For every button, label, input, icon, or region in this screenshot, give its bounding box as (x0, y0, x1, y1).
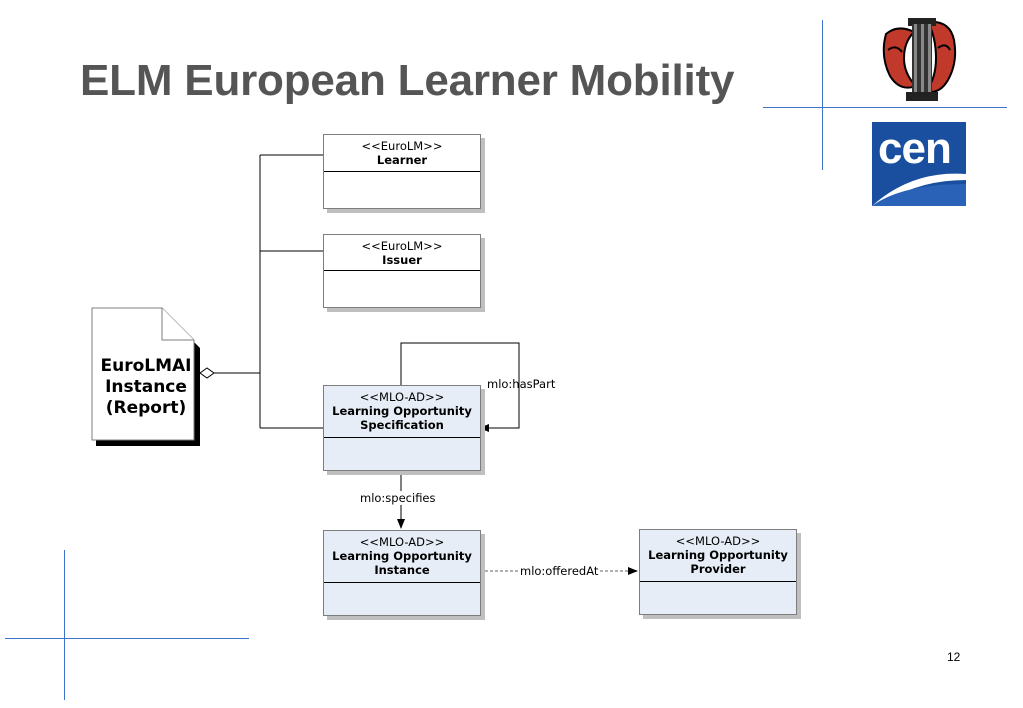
has-part-connector (400, 342, 520, 432)
decor-vertical-line-bottom (64, 550, 65, 700)
aggregation-diamond (199, 367, 215, 379)
class-lo-instance-name2: Instance (374, 563, 430, 577)
class-issuer: <<EuroLM>> Issuer (323, 234, 481, 308)
class-lo-instance: <<MLO-AD>> Learning Opportunity Instance (323, 530, 481, 616)
class-lo-provider-header: <<MLO-AD>> Learning Opportunity Provider (640, 530, 796, 582)
class-lo-provider: <<MLO-AD>> Learning Opportunity Provider (639, 529, 797, 615)
class-lo-specification: <<MLO-AD>> Learning Opportunity Specific… (323, 385, 481, 471)
document-shape (91, 307, 200, 446)
class-learner: <<EuroLM>> Learner (323, 134, 481, 209)
class-lo-specification-name2: Specification (360, 418, 444, 432)
class-lo-provider-name2: Provider (690, 562, 746, 576)
slide-title: ELM European Learner Mobility (80, 56, 735, 105)
class-lo-instance-name1: Learning Opportunity (332, 549, 472, 563)
class-issuer-header: <<EuroLM>> Issuer (324, 235, 480, 271)
document-label-line2: Instance (105, 377, 187, 397)
cen-swoosh (872, 173, 966, 206)
class-lo-provider-stereotype: <<MLO-AD>> (675, 534, 761, 548)
relation-label-has-part: mlo:hasPart (487, 377, 556, 391)
class-learner-header: <<EuroLM>> Learner (324, 135, 480, 172)
class-learner-stereotype: <<EuroLM>> (361, 139, 443, 153)
cen-logo: cen (872, 122, 966, 206)
decor-horizontal-line-bottom (5, 638, 249, 639)
emblem-logo (882, 18, 957, 101)
class-lo-instance-header: <<MLO-AD>> Learning Opportunity Instance (324, 531, 480, 583)
class-lo-instance-stereotype: <<MLO-AD>> (359, 535, 445, 549)
document-label-line1: EuroLMAI (100, 356, 192, 376)
class-lo-specification-name1: Learning Opportunity (332, 404, 472, 418)
page-number: 12 (947, 650, 961, 664)
relation-label-specifies: mlo:specifies (358, 491, 438, 505)
class-learner-name: Learner (376, 153, 428, 167)
class-lo-specification-header: <<MLO-AD>> Learning Opportunity Specific… (324, 386, 480, 438)
cen-logo-text: cen (878, 124, 952, 173)
decor-vertical-line-top (822, 20, 823, 170)
class-issuer-stereotype: <<EuroLM>> (361, 239, 443, 253)
class-lo-specification-stereotype: <<MLO-AD>> (359, 390, 445, 404)
document-label: EuroLMAI Instance (Report) (92, 356, 200, 419)
document-label-line3: (Report) (105, 398, 187, 418)
relation-label-offered-at: mlo:offeredAt (518, 564, 601, 578)
class-lo-provider-name1: Learning Opportunity (648, 548, 788, 562)
decor-horizontal-line-top (763, 107, 1007, 108)
class-issuer-name: Issuer (382, 253, 422, 267)
aggregation-connector (199, 154, 323, 429)
